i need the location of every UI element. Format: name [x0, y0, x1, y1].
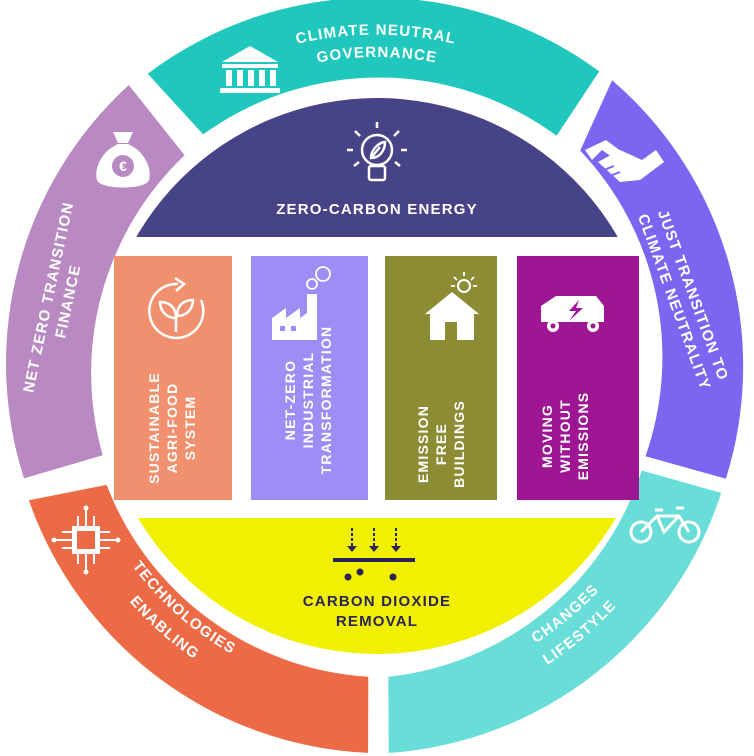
agri-label-line3: SYSTEM — [182, 396, 198, 461]
agri-label-line1: SUSTAINABLE — [146, 372, 162, 484]
lightbulb-leaf-icon — [347, 122, 407, 182]
carbon-dioxide-removal-label-line2: REMOVAL — [336, 613, 418, 630]
electric-car-icon — [541, 296, 604, 332]
mobility-label-line1: MOVING — [539, 404, 555, 468]
svg-text:€: € — [119, 158, 127, 174]
pillar-agri-food — [114, 256, 232, 500]
money-bag-icon: € — [96, 132, 150, 188]
industry-label-line3: TRANSFORMATION — [318, 326, 334, 475]
carbon-removal-icon — [333, 528, 415, 581]
circuit-chip-icon — [51, 505, 121, 575]
carbon-dioxide-removal-label-line1: CARBON DIOXIDE — [303, 593, 451, 610]
industry-label-line2: INDUSTRIAL — [300, 352, 316, 449]
ring-segment-enabling — [28, 484, 369, 753]
sprout-cycle-icon — [148, 276, 205, 340]
factory-icon — [272, 266, 331, 340]
handshake-icon — [585, 140, 664, 182]
governance-label-line2: GOVERNANCE — [315, 44, 438, 67]
bicycle-icon — [629, 506, 701, 544]
mobility-label-line3: EMISSIONS — [575, 392, 591, 481]
buildings-label-line3: BUILDINGS — [451, 400, 467, 488]
house-lightbulb-icon — [425, 272, 479, 340]
ring-segment-governance — [147, 0, 600, 136]
pillar-buildings — [385, 256, 497, 500]
mobility-label-line2: WITHOUT — [557, 399, 573, 473]
buildings-label-line2: FREE — [433, 423, 449, 465]
industry-label-line1: NET-ZERO — [282, 360, 298, 440]
agri-label-line2: AGRI-FOOD — [164, 383, 180, 474]
buildings-label-line1: EMISSION — [415, 405, 431, 483]
bank-icon — [220, 46, 280, 93]
zero-carbon-energy-label: ZERO-CARBON ENERGY — [276, 201, 478, 218]
